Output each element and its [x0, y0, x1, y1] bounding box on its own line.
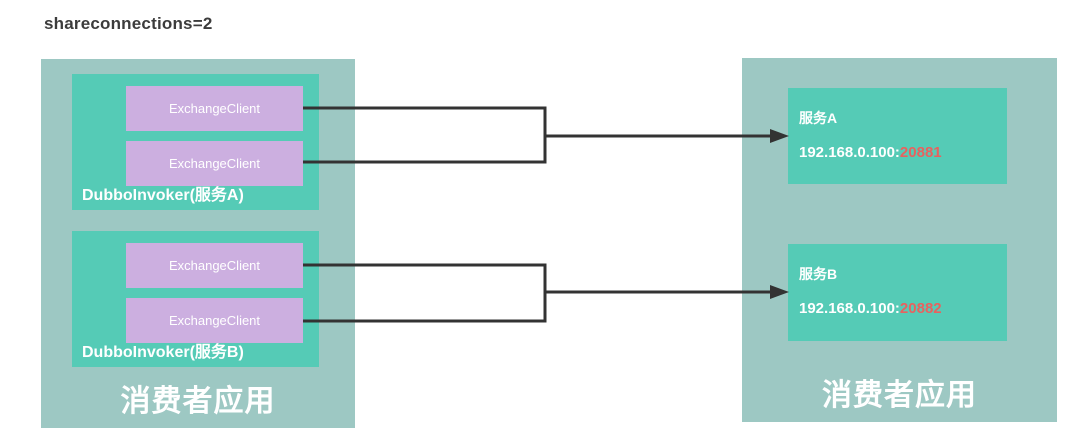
service-b-port: 20882 [899, 300, 942, 317]
consumer-app-container: ExchangeClient ExchangeClient DubboInvok… [41, 59, 355, 428]
service-b-address: 192.168.0.100:20882 [799, 300, 942, 317]
consumer-app-label: 消费者应用 [120, 385, 276, 418]
arrow-to-service-b [303, 263, 772, 323]
service-a-address: 192.168.0.100:20881 [799, 144, 942, 161]
service-a-box: 服务A 192.168.0.100:20881 [788, 88, 1007, 184]
dubbo-invoker-b-box: ExchangeClient ExchangeClient DubboInvok… [72, 231, 319, 367]
service-b-name: 服务B [799, 266, 838, 282]
provider-app-label: 消费者应用 [822, 379, 977, 412]
service-a-name: 服务A [799, 110, 838, 126]
dubbo-invoker-a-label: DubboInvoker(服务A) [82, 187, 244, 204]
service-b-ip: 192.168.0.100: [799, 300, 900, 317]
exchange-client-box: ExchangeClient [126, 243, 303, 288]
arrow-to-service-a [303, 106, 772, 164]
exchange-client-box: ExchangeClient [126, 298, 303, 343]
service-a-port: 20881 [899, 144, 942, 161]
dubbo-invoker-b-label: DubboInvoker(服务B) [82, 344, 244, 361]
exchange-client-box: ExchangeClient [126, 86, 303, 131]
diagram-title: shareconnections=2 [44, 14, 213, 33]
dubbo-invoker-a-box: ExchangeClient ExchangeClient DubboInvok… [72, 74, 319, 210]
exchange-client-box: ExchangeClient [126, 141, 303, 186]
service-b-box: 服务B 192.168.0.100:20882 [788, 244, 1007, 341]
provider-app-container: 服务A 192.168.0.100:20881 服务B 192.168.0.10… [742, 58, 1057, 422]
service-a-ip: 192.168.0.100: [799, 144, 900, 161]
